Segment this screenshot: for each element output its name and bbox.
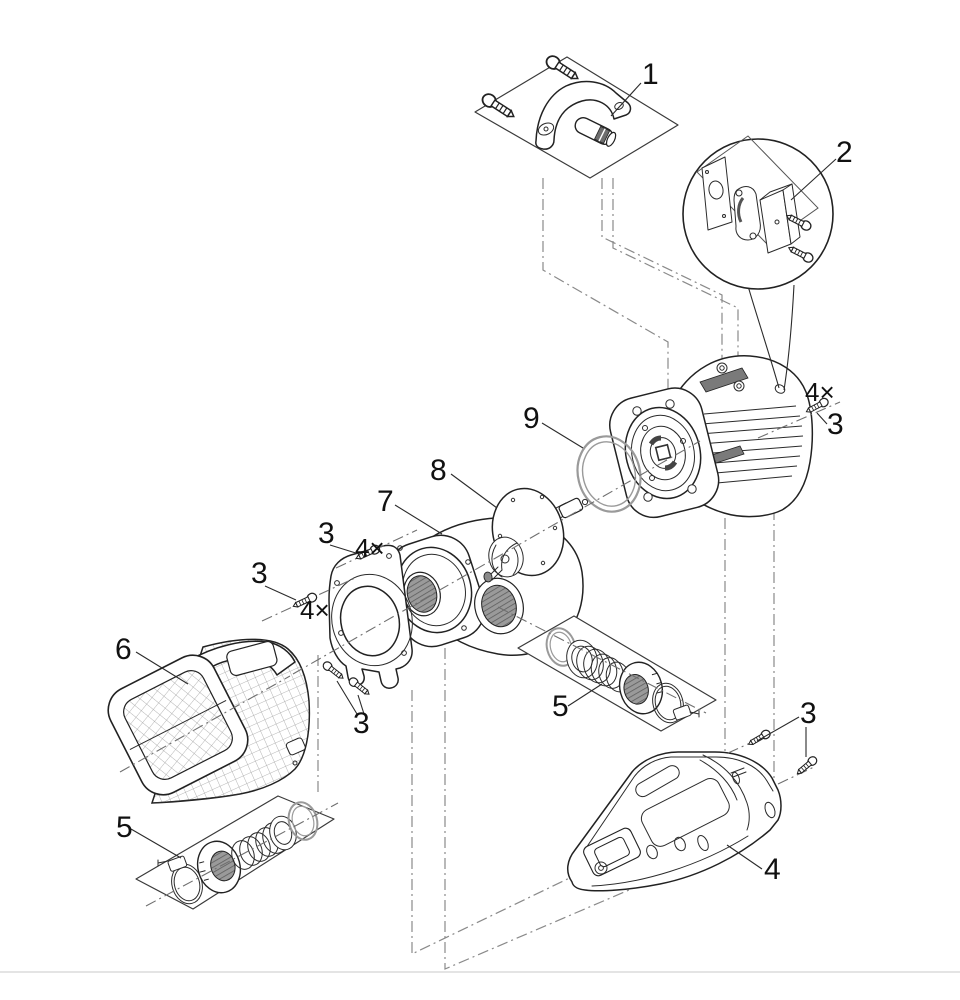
handle	[535, 80, 632, 150]
part-label-8: 8	[430, 454, 447, 487]
flange-ear-hole-4	[643, 492, 653, 502]
hose-clamp-worm-screw-right	[672, 704, 692, 721]
flange-ear-hole-1	[632, 406, 642, 416]
clamp-block-side	[782, 183, 801, 245]
base-top-slot	[635, 765, 680, 798]
part-label-3-flange-left: 3	[251, 557, 268, 590]
handle-right-screw-hole	[614, 102, 624, 110]
impeller-front-nut	[483, 571, 493, 583]
hose-clamp-worm-screw	[167, 855, 188, 872]
part-4-base	[567, 751, 782, 892]
housing-outlet-stub	[474, 577, 524, 635]
handle-boss-rear	[733, 380, 745, 392]
o-ring-left	[287, 801, 319, 841]
base-center-recess	[640, 778, 730, 847]
union-nut-right	[618, 661, 664, 715]
part-2-detail-balloon	[682, 135, 834, 391]
part-label-9: 9	[523, 402, 540, 435]
balloon-tail-right	[783, 284, 795, 391]
balloon-tail-left	[747, 285, 780, 389]
handle-left-screw-hole	[543, 126, 549, 132]
part-label-3-base: 3	[800, 697, 817, 730]
part-label-3-flange-top: 3	[318, 517, 335, 550]
part-label-5-left: 5	[116, 811, 133, 844]
part-1-handle-assembly	[474, 52, 679, 179]
part-label-2: 2	[836, 136, 853, 169]
hose-clamp-right	[652, 682, 684, 724]
motor-shaft-socket	[654, 443, 672, 462]
part-label-1: 1	[642, 58, 659, 91]
part-5-hose-adapter-right	[517, 615, 717, 732]
cage-latch	[285, 737, 306, 756]
flange-ear-hole-3	[687, 484, 697, 494]
cable-gland	[774, 384, 786, 394]
qty-label-4x-motor: 4×	[805, 377, 835, 407]
part-label-7: 7	[377, 485, 394, 518]
part-label-5-right: 5	[552, 690, 569, 723]
clamp-back-plate	[701, 156, 733, 231]
motor-body	[609, 355, 814, 519]
part-label-3-flange-bottom: 3	[353, 707, 370, 740]
motor-cooling-fins	[699, 405, 804, 485]
screw-base-1	[746, 728, 773, 749]
part-5-hose-adapter-left	[135, 795, 335, 910]
part-9-o-ring	[576, 435, 642, 513]
qty-label-4x-flange-top: 4×	[355, 533, 385, 563]
part-label-6: 6	[115, 633, 132, 666]
part-label-3-motor: 3	[827, 408, 844, 441]
housing-inlet-stub	[403, 571, 441, 617]
part-8-impeller	[483, 487, 589, 583]
handle-left-foot-face	[537, 122, 555, 136]
part-1-panel	[474, 56, 679, 179]
leader-lines	[130, 82, 837, 870]
cage-front-rim	[107, 654, 249, 796]
handle-pin	[574, 117, 617, 147]
handle-boss-front	[716, 362, 728, 374]
mounting-plate-outline	[328, 544, 413, 689]
part-6-strainer-cage	[107, 638, 311, 804]
qty-label-4x-flange-left: 4×	[300, 595, 330, 625]
part-label-4: 4	[764, 853, 781, 886]
callout-labels: 1 2 3 4× 9 8 7 3 4× 3 4× 3 6 5 5 4 3	[115, 58, 853, 886]
flange-ear-hole-2	[665, 399, 675, 409]
screw-base-2	[794, 754, 820, 778]
cage-top-window	[226, 640, 278, 677]
union-nut-left	[196, 840, 242, 894]
base-clip-detail	[583, 827, 641, 877]
alignment-lines	[317, 178, 775, 970]
motor-top-vent-slot	[699, 367, 749, 393]
